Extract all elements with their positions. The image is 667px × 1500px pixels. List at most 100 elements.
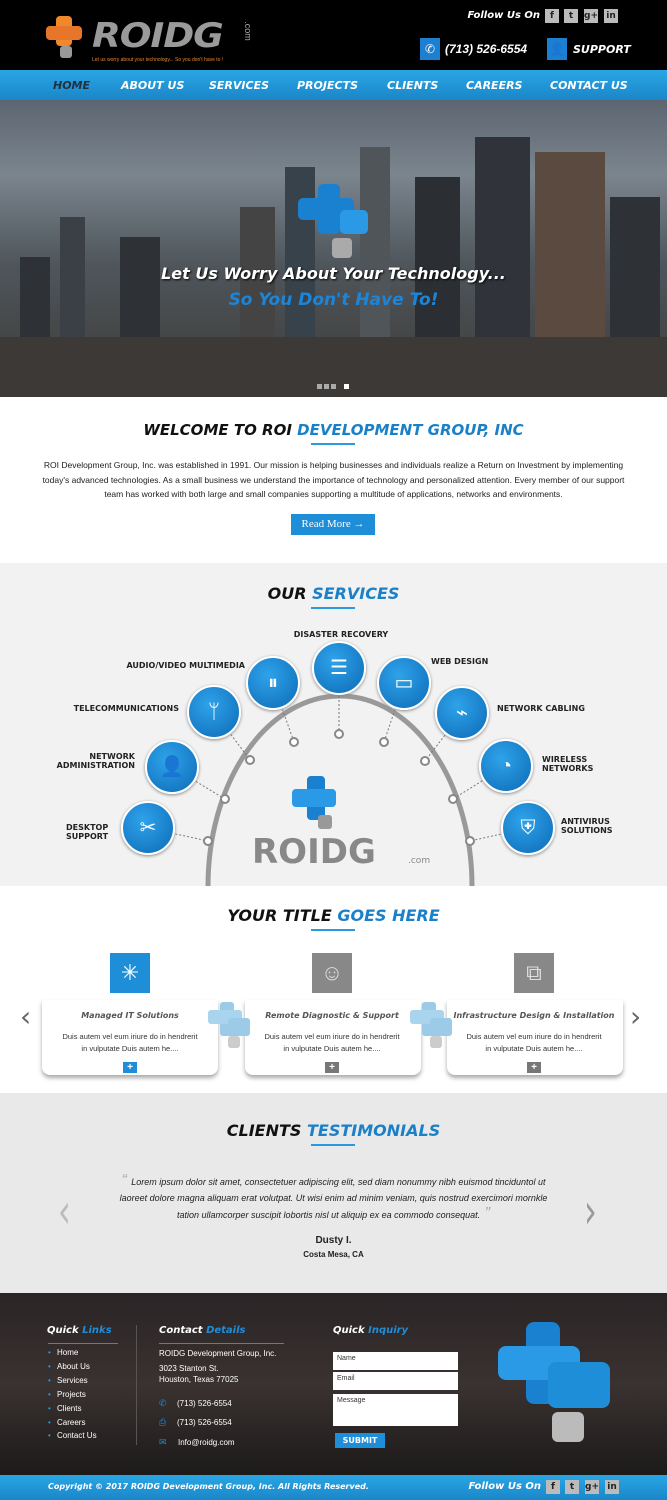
logo-text[interactable]: ROIDG (92, 16, 224, 56)
footer-link-services[interactable]: Services (57, 1375, 88, 1385)
service-antivirus-solutions[interactable]: ANTIVIRUS SOLUTIONS (561, 817, 613, 835)
nav-careers[interactable]: CAREERS (466, 79, 523, 92)
support-agent-icon: ☺ (312, 953, 352, 993)
expand-button[interactable]: + (123, 1062, 137, 1073)
divider (136, 1325, 137, 1445)
feature-text: Duis autem vel eum iriure do in hendreri… (264, 1032, 400, 1053)
email-input[interactable]: Email (333, 1372, 458, 1390)
footer-link-projects[interactable]: Projects (57, 1389, 86, 1399)
nav-clients[interactable]: CLIENTS (387, 79, 439, 92)
divider (311, 929, 355, 931)
nav-about-us[interactable]: ABOUT US (121, 79, 185, 92)
logo-icon[interactable] (46, 16, 88, 60)
bullet-icon: • (48, 1403, 51, 1413)
address-line1: 3023 Stanton St. (159, 1364, 219, 1373)
slide-dot[interactable] (324, 384, 329, 389)
shield-icon[interactable]: ⛨ (501, 801, 555, 855)
nav-projects[interactable]: PROJECTS (297, 79, 358, 92)
divider (311, 1144, 355, 1146)
footer-link-clients[interactable]: Clients (57, 1403, 82, 1413)
center-logo-icon (292, 776, 336, 829)
nav-services[interactable]: SERVICES (209, 79, 270, 92)
company-name: ROIDG Development Group, Inc. (159, 1349, 277, 1358)
testimonial-name: Dusty I. (315, 1235, 352, 1246)
open-quote-icon: “ (121, 1172, 132, 1189)
footer-email[interactable]: Info@roidg.com (178, 1438, 235, 1447)
footer-logo-icon (498, 1322, 610, 1442)
testimonials-title: CLIENTS TESTIMONIALS (226, 1121, 441, 1140)
google-plus-icon[interactable]: g+ (584, 9, 598, 23)
slide-dot[interactable] (331, 384, 336, 389)
testimonial-next-arrow[interactable]: › (584, 1182, 597, 1240)
antenna-icon[interactable]: ᛘ (187, 685, 241, 739)
support-icon[interactable]: 👤 (547, 38, 567, 60)
bullet-icon: • (48, 1375, 51, 1385)
bullet-icon: • (48, 1361, 51, 1371)
server-icon[interactable]: ☰ (312, 641, 366, 695)
bullet-icon: • (48, 1417, 51, 1427)
twitter-icon[interactable]: t (565, 1480, 579, 1494)
facebook-icon[interactable]: f (546, 1480, 560, 1494)
submit-button[interactable]: SUBMIT (335, 1433, 385, 1448)
watermark-logo-icon (410, 1002, 452, 1048)
email-icon: ✉ (159, 1437, 167, 1447)
quick-links-title: Quick Links (47, 1325, 112, 1336)
features-title: YOUR TITLE GOES HERE (227, 906, 440, 925)
main-nav: HOME ABOUT US SERVICES PROJECTS CLIENTS … (0, 70, 667, 100)
address-line2: Houston, Texas 77025 (159, 1375, 239, 1384)
slide-dot-active[interactable] (344, 384, 349, 389)
linkedin-icon[interactable]: in (605, 1480, 619, 1494)
header-phone[interactable]: (713) 526-6554 (445, 42, 528, 56)
support-link[interactable]: SUPPORT (573, 43, 631, 56)
footer-link-about-us[interactable]: About Us (57, 1361, 90, 1371)
footer-link-home[interactable]: Home (57, 1348, 79, 1357)
cable-icon[interactable]: ⌁ (435, 686, 489, 740)
hero-headline: Let Us Worry About Your Technology... (161, 264, 506, 283)
service-audio-video[interactable]: AUDIO/VIDEO MULTIMEDIA (126, 661, 245, 670)
expand-button[interactable]: + (325, 1062, 339, 1073)
close-quote-icon: ” (480, 1205, 490, 1222)
service-disaster-recovery[interactable]: DISASTER RECOVERY (293, 630, 389, 639)
bullet-icon: • (48, 1389, 51, 1399)
feature-title: Remote Diagnostic & Support (265, 1011, 399, 1020)
testimonial-prev-arrow[interactable]: ‹ (58, 1182, 71, 1240)
facebook-icon[interactable]: f (545, 9, 559, 23)
expand-button[interactable]: + (527, 1062, 541, 1073)
service-web-design[interactable]: WEB DESIGN (431, 657, 489, 666)
service-telecommunications[interactable]: TELECOMMUNICATIONS (73, 704, 179, 713)
nav-contact-us[interactable]: CONTACT US (550, 79, 628, 92)
feature-text: Duis autem vel eum iriure do in hendreri… (62, 1032, 198, 1053)
linkedin-icon[interactable]: in (604, 9, 618, 23)
carousel-next-arrow[interactable]: › (630, 1000, 642, 1033)
carousel-prev-arrow[interactable]: ‹ (20, 1000, 32, 1033)
name-input[interactable]: Name (333, 1352, 458, 1370)
router-icon[interactable]: ◔ (479, 739, 533, 793)
follow-label: Follow Us On (467, 10, 540, 21)
service-network-cabling[interactable]: NETWORK CABLING (497, 704, 585, 713)
footer-link-careers[interactable]: Careers (57, 1417, 86, 1427)
testimonials-section (0, 1093, 667, 1293)
message-textarea[interactable]: Message (333, 1394, 458, 1426)
google-plus-icon[interactable]: g+ (585, 1480, 599, 1494)
service-wireless-networks[interactable]: WIRELESS NETWORKS (542, 755, 594, 773)
service-desktop-support[interactable]: DESKTOP SUPPORT (66, 823, 109, 841)
footer-phone[interactable]: (713) 526-6554 (177, 1399, 232, 1408)
phone-icon[interactable]: ✆ (420, 38, 440, 60)
logo-tagline: Let us worry about your technology... So… (92, 57, 224, 63)
slide-dot[interactable] (317, 384, 322, 389)
desktop-tools-icon[interactable]: ✂ (121, 801, 175, 855)
hero-logo-icon (298, 184, 368, 258)
svg-text:.com: .com (408, 856, 430, 866)
read-more-button[interactable]: Read More → (291, 514, 375, 535)
nav-home[interactable]: HOME (53, 79, 91, 92)
twitter-icon[interactable]: t (564, 9, 578, 23)
phone-icon: ✆ (159, 1398, 167, 1408)
fax-icon: ⎙ (159, 1417, 167, 1427)
admin-user-icon[interactable]: 👤 (145, 740, 199, 794)
logo-dotcom: .com (242, 21, 253, 41)
service-network-administration[interactable]: NETWORK ADMINISTRATION (56, 752, 135, 770)
footer-link-contact-us[interactable]: Contact Us (57, 1431, 97, 1441)
devices-icon[interactable]: ▭ (377, 656, 431, 710)
pause-icon[interactable]: ⏸ (246, 656, 300, 710)
bullet-icon: • (48, 1348, 51, 1357)
